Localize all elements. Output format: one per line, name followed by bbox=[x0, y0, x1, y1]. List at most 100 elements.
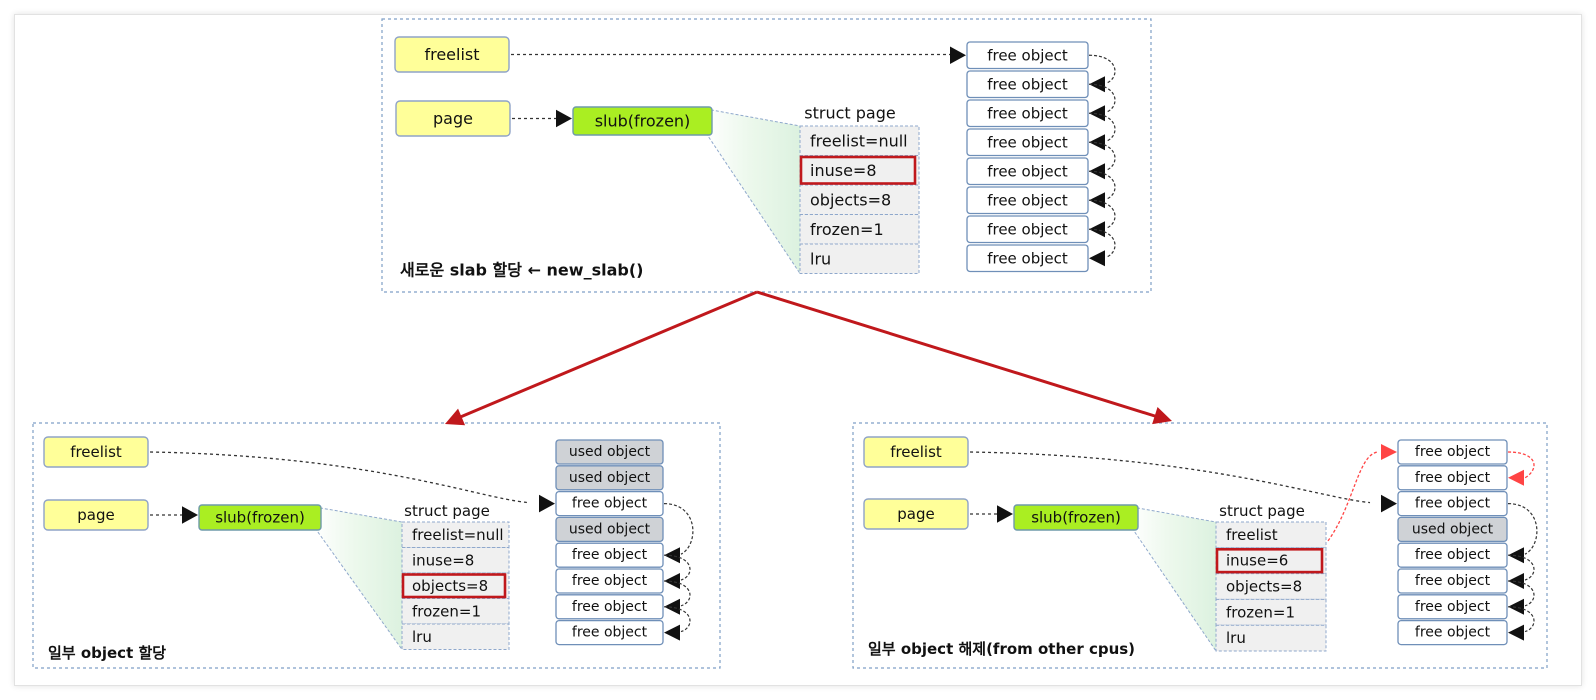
free-object bbox=[966, 99, 1089, 128]
page-box bbox=[395, 100, 511, 137]
slub-label: slub(frozen) bbox=[215, 509, 305, 527]
chain-link bbox=[663, 554, 691, 581]
arrowhead-icon bbox=[445, 408, 466, 426]
object-label: free object bbox=[1415, 625, 1491, 641]
object-label: free object bbox=[572, 599, 648, 615]
chain-link bbox=[1507, 606, 1535, 633]
free-object bbox=[966, 244, 1089, 273]
object-label: free object bbox=[987, 75, 1068, 93]
chain-link bbox=[1507, 580, 1535, 607]
chain-link bbox=[1088, 228, 1116, 258]
arrowhead-icon bbox=[950, 46, 966, 65]
object-label: free object bbox=[1415, 470, 1491, 486]
fan-edge-top bbox=[1131, 506, 1217, 523]
free-object bbox=[966, 186, 1089, 215]
page-box bbox=[43, 499, 149, 531]
slub-box bbox=[198, 504, 322, 531]
object-label: free object bbox=[572, 625, 648, 641]
freelist-pointer bbox=[149, 451, 529, 504]
freelist-box bbox=[863, 436, 969, 468]
freelist-box bbox=[394, 36, 510, 73]
struct-page-title: struct page bbox=[404, 502, 490, 520]
free-object bbox=[555, 619, 664, 646]
slub-label: slub(frozen) bbox=[1031, 509, 1121, 527]
arrowhead-icon bbox=[1508, 469, 1524, 486]
struct-field-label: lru bbox=[1226, 629, 1246, 647]
struct-field-label: inuse=6 bbox=[1226, 552, 1288, 570]
object-label: used object bbox=[1412, 521, 1494, 537]
object-label: free object bbox=[987, 249, 1068, 267]
struct-page-title: struct page bbox=[804, 104, 895, 123]
arrowhead-icon bbox=[1381, 444, 1397, 460]
struct-field-label: objects=8 bbox=[412, 577, 488, 595]
chain-link bbox=[1088, 141, 1116, 171]
object-label: free object bbox=[987, 133, 1068, 151]
object-label: used object bbox=[569, 444, 651, 460]
freelist-label: freelist bbox=[890, 443, 942, 461]
struct-field bbox=[1215, 521, 1327, 549]
highlight-box bbox=[401, 573, 507, 599]
object-label: free object bbox=[987, 191, 1068, 209]
slub-label: slub(frozen) bbox=[595, 112, 691, 131]
panel-caption: 일부 object 할당 bbox=[48, 644, 166, 662]
struct-field-label: inuse=8 bbox=[412, 551, 474, 569]
struct-field bbox=[401, 623, 510, 650]
free-object bbox=[1397, 465, 1508, 491]
chain-link bbox=[1088, 112, 1116, 142]
freelist-label: freelist bbox=[70, 443, 122, 461]
freelist-label: freelist bbox=[424, 45, 479, 64]
struct-field-label: lru bbox=[810, 249, 831, 268]
free-object bbox=[966, 215, 1089, 244]
transition-arrows bbox=[445, 290, 1172, 426]
object-label: used object bbox=[569, 470, 651, 486]
struct-field-label: frozen=1 bbox=[810, 220, 884, 239]
chain-link bbox=[1088, 54, 1116, 84]
struct-field bbox=[401, 547, 510, 574]
free-object bbox=[966, 157, 1089, 186]
struct-field-label: objects=8 bbox=[1226, 578, 1302, 596]
struct-page-title: struct page bbox=[1219, 502, 1305, 520]
panel-caption: 일부 object 해제(from other cpus) bbox=[868, 640, 1135, 658]
struct-field bbox=[799, 155, 920, 186]
page-label: page bbox=[433, 109, 473, 128]
struct-field bbox=[1215, 547, 1327, 575]
struct-field bbox=[799, 125, 920, 156]
struct-field bbox=[401, 598, 510, 625]
object-label: free object bbox=[572, 496, 648, 512]
struct-field bbox=[1215, 624, 1327, 652]
struct-field bbox=[799, 184, 920, 215]
struct-field bbox=[401, 521, 510, 548]
free-object bbox=[555, 594, 664, 620]
fan-edge-bottom bbox=[705, 132, 801, 274]
red-freelist-pointer bbox=[1327, 451, 1379, 542]
chain-link bbox=[663, 580, 691, 607]
struct-field bbox=[1215, 598, 1327, 626]
free-object bbox=[1397, 490, 1508, 517]
highlight-box bbox=[1215, 547, 1324, 574]
page-box bbox=[863, 498, 969, 530]
arrowhead-icon bbox=[539, 494, 555, 513]
free-object bbox=[555, 542, 664, 568]
object-label: free object bbox=[987, 162, 1068, 180]
highlight-box bbox=[799, 155, 917, 185]
transition-arrow-left bbox=[457, 290, 758, 420]
page-label: page bbox=[77, 506, 114, 524]
arrowhead-icon bbox=[1152, 407, 1172, 425]
object-label: free object bbox=[572, 573, 648, 589]
object-label: free object bbox=[987, 220, 1068, 238]
arrowhead-icon bbox=[556, 109, 572, 128]
used-object bbox=[1397, 516, 1508, 543]
object-label: free object bbox=[1415, 496, 1491, 512]
chain-link bbox=[1507, 503, 1538, 555]
zoom-fan bbox=[315, 507, 402, 650]
object-label: free object bbox=[572, 547, 648, 563]
transition-arrow-right bbox=[756, 290, 1159, 419]
arrowhead-icon bbox=[1508, 624, 1524, 641]
used-object bbox=[555, 465, 664, 491]
object-label: free object bbox=[1415, 547, 1491, 563]
arrowhead-icon bbox=[1381, 494, 1397, 513]
struct-field-label: inuse=8 bbox=[810, 161, 877, 180]
